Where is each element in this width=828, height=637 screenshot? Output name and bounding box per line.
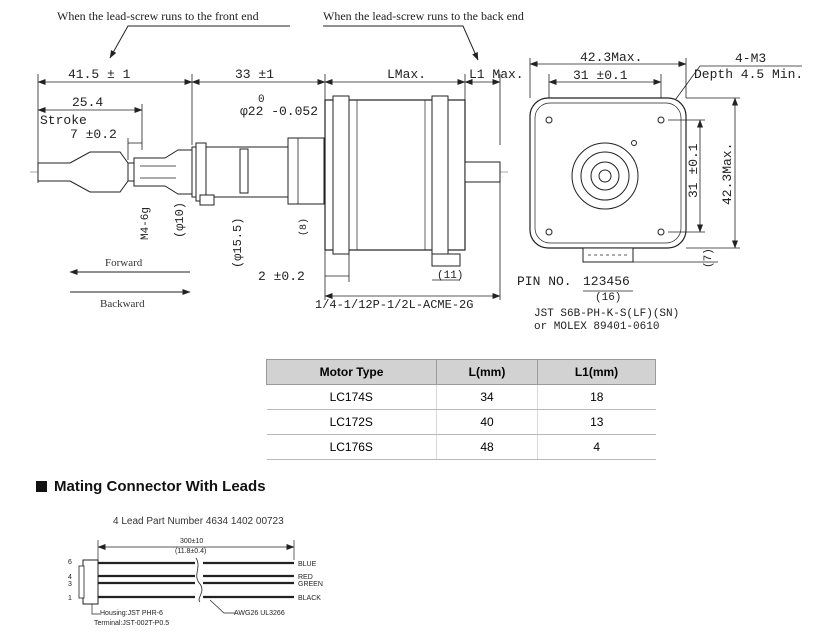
- terminal-label: Terminal:JST-002T-P0.5: [94, 620, 169, 627]
- cell-motor-type: LC174S: [266, 384, 437, 410]
- housing-body: [82, 559, 99, 605]
- dim-lmax: LMax.: [387, 67, 426, 82]
- dim-31-side: 31 ±0.1: [686, 143, 701, 198]
- table-row: LC174S 34 18: [266, 384, 656, 410]
- pin-3: 3: [68, 581, 72, 588]
- shaft-end: [598, 169, 612, 183]
- dim-16: (16): [595, 292, 621, 304]
- wire-label-blue: BLUE: [298, 561, 317, 568]
- nut-collar-2: [239, 148, 249, 194]
- dim-7: 7 ±0.2: [70, 127, 117, 142]
- motor-cap-left: [332, 95, 350, 255]
- motor-face-inner: [534, 102, 682, 244]
- nut-flange: [287, 137, 325, 205]
- dim-phi10: (φ10): [173, 202, 187, 238]
- pin-1: 1: [68, 595, 72, 602]
- dim-42-3-side: 42.3Max.: [720, 143, 735, 205]
- motor-spec-table: Motor Type L(mm) L1(mm) LC174S 34 18 LC1…: [265, 359, 656, 460]
- dim-25-4: 25.4: [72, 95, 103, 110]
- pin-6: 6: [68, 559, 72, 566]
- backward-label: Backward: [100, 298, 145, 310]
- wire-label-green: GREEN: [298, 581, 323, 588]
- cell-l: 40: [436, 409, 538, 435]
- nut-tab: [199, 194, 215, 206]
- dim-8: (8): [298, 218, 310, 236]
- boss-mark: [631, 140, 637, 146]
- dim-11: (11): [437, 270, 463, 282]
- nut-head: [133, 149, 193, 195]
- connector-side: [431, 253, 461, 267]
- mating-title-text: Mating Connector With Leads: [54, 478, 266, 495]
- mating-section-title: Mating Connector With Leads: [36, 478, 266, 495]
- connector-line2: or MOLEX 89401-0610: [534, 321, 659, 333]
- table-row: LC172S 40 13: [266, 409, 656, 435]
- mount-hole-tr: [657, 116, 665, 124]
- mount-hole-tl: [545, 116, 553, 124]
- dim-33: 33 ±1: [235, 67, 274, 82]
- pin-no-label: PIN NO.: [517, 274, 572, 289]
- holes-label: 4-M3: [735, 51, 766, 66]
- pin-4: 4: [68, 574, 72, 581]
- forward-label: Forward: [105, 257, 143, 269]
- lead-screw-spec: 1/4-1/12P-1/2L-ACME-2G: [315, 298, 473, 312]
- nut-collar-1: [195, 142, 207, 202]
- mount-hole-bl: [545, 228, 553, 236]
- connector-line1: JST S6B-PH-K-S(LF)(SN): [534, 308, 679, 320]
- tol-zero: 0: [258, 94, 265, 106]
- square-bullet-icon: [36, 481, 47, 492]
- cell-l: 34: [436, 384, 538, 410]
- note-back-end: When the lead-screw runs to the back end: [323, 9, 524, 23]
- table-header-row: Motor Type L(mm) L1(mm): [265, 359, 656, 385]
- dim-31-top: 31 ±0.1: [573, 68, 628, 83]
- housing-label: Housing:JST PHR-6: [100, 610, 163, 617]
- stroke-label: Stroke: [40, 113, 87, 128]
- housing-leader: [91, 604, 100, 615]
- awg-label: AWG26 UL3266: [234, 610, 285, 617]
- cell-l: 48: [436, 434, 538, 460]
- wire-break: [195, 558, 203, 602]
- cell-motor-type: LC176S: [266, 434, 437, 460]
- header-l: L(mm): [436, 359, 538, 385]
- cell-motor-type: LC172S: [266, 409, 437, 435]
- housing-latch: [78, 565, 85, 599]
- motor-cap-right: [431, 95, 449, 255]
- dim-phi22: φ22 -0.052: [240, 104, 318, 119]
- mount-hole-br: [657, 228, 665, 236]
- pin-numbers: 123456: [583, 274, 630, 289]
- dim-7-side: (7): [703, 248, 715, 268]
- leader-front: [109, 25, 290, 59]
- length-mm: 300±10: [180, 538, 203, 545]
- depth-label: Depth 4.5 Min.: [694, 67, 803, 82]
- dim-42-3-top: 42.3Max.: [580, 50, 642, 65]
- wire-label-black: BLACK: [298, 595, 321, 602]
- break-mark: [195, 557, 203, 603]
- dim-41-5: 41.5 ± 1: [68, 67, 131, 82]
- note-front-end: When the lead-screw runs to the front en…: [57, 9, 259, 23]
- cell-l1: 13: [537, 409, 656, 435]
- dim-phi15: (φ15.5): [231, 218, 245, 268]
- cell-l1: 4: [537, 434, 656, 460]
- header-motor-type: Motor Type: [265, 359, 438, 385]
- awg-leader: [209, 599, 236, 614]
- thread-m4: M4-6g: [140, 207, 152, 240]
- lead-part-number: 4 Lead Part Number 4634 1402 00723: [113, 516, 284, 527]
- table-row: LC176S 48 4: [266, 434, 656, 460]
- length-in: (11.8±0.4): [175, 548, 206, 555]
- dim-l1max: L1 Max.: [469, 67, 524, 82]
- header-l1: L1(mm): [537, 359, 656, 385]
- dim-2: 2 ±0.2: [258, 269, 305, 284]
- leader-back: [323, 25, 479, 61]
- wire-label-red: RED: [298, 574, 313, 581]
- rear-shaft: [464, 161, 501, 183]
- nut-cone: [69, 151, 129, 193]
- cell-l1: 18: [537, 384, 656, 410]
